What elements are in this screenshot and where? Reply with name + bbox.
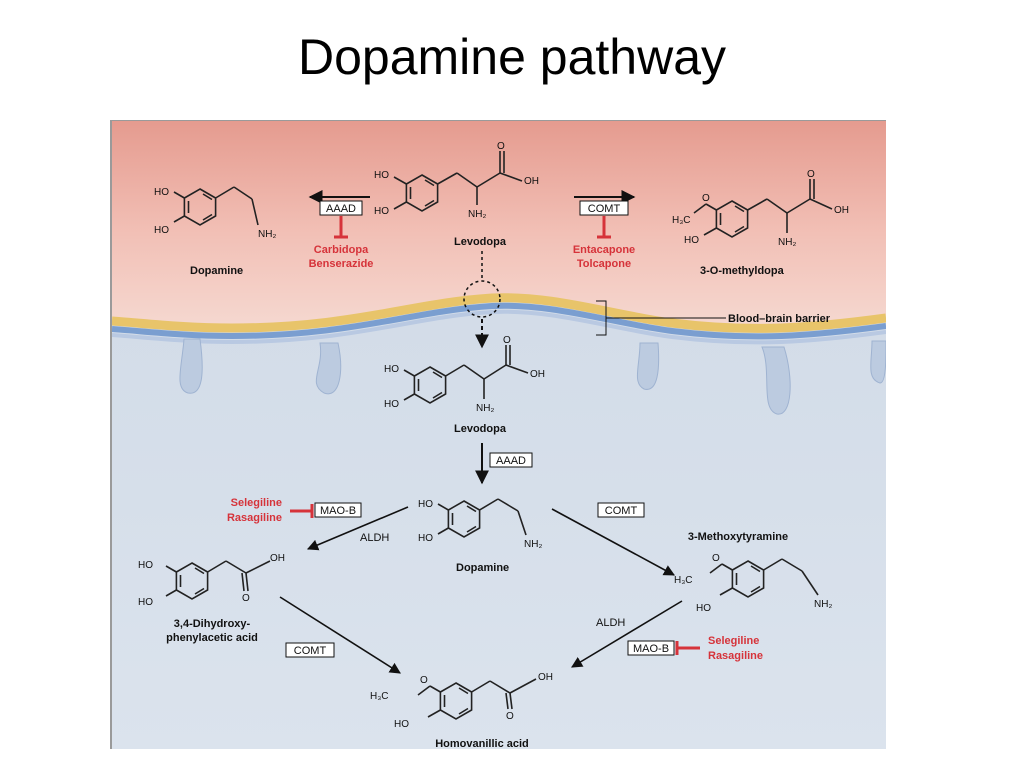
bbb-layer-outer bbox=[112, 293, 886, 333]
comt-bottom-box bbox=[285, 642, 335, 658]
atom-o: O bbox=[497, 141, 505, 152]
comt-top-label: COMT bbox=[588, 203, 621, 215]
dopamine-blood-label: Dopamine bbox=[190, 265, 243, 277]
atom-ho: HO bbox=[394, 719, 409, 730]
astrocyte-endfeet bbox=[179, 338, 886, 415]
atom-ho: HO bbox=[374, 206, 389, 217]
atom-nh2: NH₂ bbox=[476, 403, 494, 414]
atom-ho: HO bbox=[154, 225, 169, 236]
maob-left-box bbox=[314, 502, 362, 518]
dopac-structure: OH O HO HO bbox=[138, 553, 285, 608]
atom-ho: HO bbox=[684, 235, 699, 246]
hva-label: Homovanillic acid bbox=[435, 738, 529, 749]
atom-nh2: NH₂ bbox=[524, 539, 542, 550]
inhibitor-entacapone: Entacapone bbox=[573, 244, 635, 256]
aaad-top-label: AAAD bbox=[326, 203, 356, 215]
atom-oh: OH bbox=[524, 176, 539, 187]
bbb-layer-base bbox=[112, 309, 886, 345]
atom-ho: HO bbox=[154, 187, 169, 198]
dopamine-pathway-figure: O OH NH₂ HO HO Levodopa HO HO NH₂ Dopami… bbox=[110, 120, 886, 749]
blood-region bbox=[112, 121, 886, 327]
atom-o: O bbox=[712, 553, 720, 564]
maob-right-label: MAO-B bbox=[633, 643, 669, 655]
atom-ho: HO bbox=[138, 597, 153, 608]
comt-bottom-label: COMT bbox=[294, 645, 327, 657]
levodopa-brain-structure: O OH NH₂ HO HO bbox=[384, 335, 545, 414]
pathway-diagram: O OH NH₂ HO HO Levodopa HO HO NH₂ Dopami… bbox=[112, 121, 886, 749]
aldh-left-label: ALDH bbox=[360, 532, 389, 544]
atom-o: O bbox=[702, 193, 710, 204]
atom-o: O bbox=[807, 169, 815, 180]
levodopa-blood-label: Levodopa bbox=[454, 236, 507, 248]
atom-nh2: NH₂ bbox=[778, 237, 796, 248]
atom-o: O bbox=[420, 675, 428, 686]
mt-label: 3-Methoxytyramine bbox=[688, 531, 788, 543]
inhibitor-tolcapone: Tolcapone bbox=[577, 258, 631, 270]
maob-right-box bbox=[627, 640, 675, 656]
atom-ho: HO bbox=[418, 533, 433, 544]
maob-left-label: MAO-B bbox=[320, 505, 356, 517]
dopamine-brain-structure: HO HO NH₂ bbox=[418, 498, 542, 550]
dopac-label-line1: 3,4-Dihydroxy- bbox=[174, 618, 251, 630]
omd-structure: O OH NH₂ O H₃C HO bbox=[672, 169, 849, 248]
comt-right-label: COMT bbox=[605, 505, 638, 517]
inhibitor-carbidopa: Carbidopa bbox=[314, 244, 369, 256]
inhibitor-rasagiline-right: Rasagiline bbox=[708, 650, 763, 662]
atom-oh: OH bbox=[538, 672, 553, 683]
atom-h3c: H₃C bbox=[672, 215, 691, 226]
atom-nh2: NH₂ bbox=[258, 229, 276, 240]
bbb-label: Blood–brain barrier bbox=[728, 313, 831, 325]
aldh-right-label: ALDH bbox=[596, 617, 625, 629]
atom-oh: OH bbox=[270, 553, 285, 564]
slide-title: Dopamine pathway bbox=[297, 29, 727, 85]
atom-ho: HO bbox=[696, 603, 711, 614]
inhibitor-selegiline-left: Selegiline bbox=[231, 497, 282, 509]
bbb-layer-inner bbox=[112, 302, 886, 340]
aaad-top-box bbox=[319, 200, 363, 216]
omd-label: 3-O-methyldopa bbox=[700, 265, 785, 277]
aaad-brain-box bbox=[489, 452, 533, 468]
aldh-right-arrow bbox=[571, 600, 683, 668]
comt-right-arrow bbox=[551, 508, 675, 576]
atom-o: O bbox=[503, 335, 511, 346]
inhibitor-selegiline-right: Selegiline bbox=[708, 635, 759, 647]
comt-right-box bbox=[597, 502, 645, 518]
atom-ho: HO bbox=[384, 399, 399, 410]
atom-oh: OH bbox=[530, 369, 545, 380]
levodopa-blood-structure: O OH NH₂ HO HO bbox=[374, 141, 539, 220]
atom-oh: OH bbox=[834, 205, 849, 216]
mt-structure: O H₃C HO NH₂ bbox=[674, 553, 832, 614]
atom-ho: HO bbox=[418, 499, 433, 510]
comt-top-box bbox=[579, 200, 629, 216]
atom-ho: HO bbox=[384, 364, 399, 375]
atom-nh2: NH₂ bbox=[468, 209, 486, 220]
atom-ho: HO bbox=[374, 170, 389, 181]
aldh-left-arrow bbox=[306, 506, 409, 551]
dopac-label-line2: phenylacetic acid bbox=[166, 632, 258, 644]
atom-h3c: H₃C bbox=[674, 575, 693, 586]
hva-structure: OH O O H₃C HO bbox=[370, 672, 553, 730]
dopamine-blood-structure: HO HO NH₂ bbox=[154, 186, 276, 240]
atom-o: O bbox=[506, 711, 514, 722]
inhibitor-rasagiline-left: Rasagiline bbox=[227, 512, 282, 524]
transporter-circle bbox=[463, 280, 501, 318]
dopamine-brain-label: Dopamine bbox=[456, 562, 509, 574]
atom-h3c: H₃C bbox=[370, 691, 389, 702]
atom-ho: HO bbox=[138, 560, 153, 571]
inhibitor-benserazide: Benserazide bbox=[309, 258, 374, 270]
atom-nh2: NH₂ bbox=[814, 599, 832, 610]
comt-bottom-arrow bbox=[279, 596, 401, 674]
atom-o: O bbox=[242, 593, 250, 604]
levodopa-brain-label: Levodopa bbox=[454, 423, 507, 435]
aaad-brain-label: AAAD bbox=[496, 455, 526, 467]
